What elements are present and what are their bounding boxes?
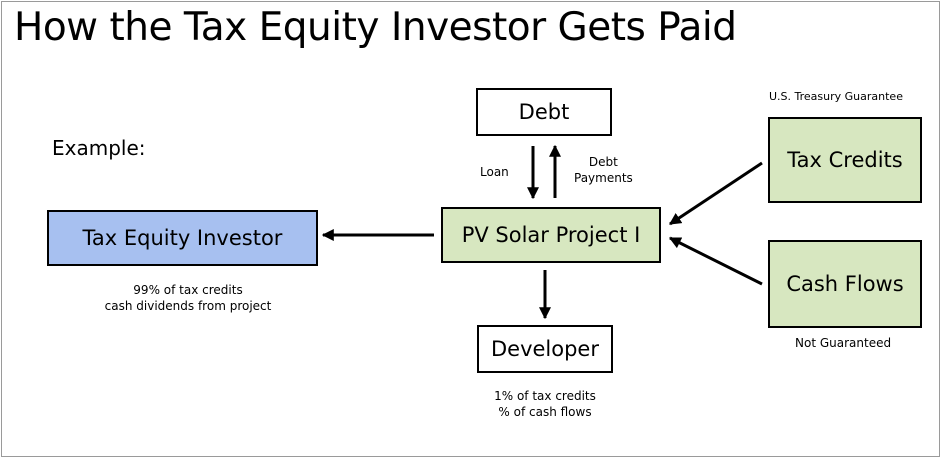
debt-payments-label-line2: Payments <box>574 171 633 185</box>
slide-title: How the Tax Equity Investor Gets Paid <box>14 5 737 50</box>
developer-note-line1: 1% of tax credits <box>494 389 596 403</box>
debt-payments-label-line1: Debt <box>588 155 618 169</box>
debt-box-label: Debt <box>518 100 570 124</box>
tax-credits-to-project-arrow <box>668 161 763 226</box>
investor-note: 99% of tax credits cash dividends from p… <box>88 282 288 314</box>
project-box: PV Solar Project I <box>441 207 661 263</box>
cash-flows-box: Cash Flows <box>768 240 922 328</box>
debt-payments-label: Debt Payments <box>574 154 633 186</box>
investor-box-label: Tax Equity Investor <box>82 226 283 250</box>
loan-label: Loan <box>480 165 509 179</box>
investor-note-line2: cash dividends from project <box>104 299 272 313</box>
developer-note-line2: % of cash flows <box>498 405 592 419</box>
project-box-label: PV Solar Project I <box>461 223 641 247</box>
developer-box: Developer <box>477 325 613 373</box>
investor-note-line1: 99% of tax credits <box>133 283 243 297</box>
tax-credits-box-label: Tax Credits <box>787 148 903 172</box>
investor-box: Tax Equity Investor <box>47 210 318 266</box>
cash-flows-to-project-arrow <box>668 236 763 286</box>
cash-flows-box-label: Cash Flows <box>786 272 904 296</box>
tax-credits-box: Tax Credits <box>768 117 922 203</box>
developer-note: 1% of tax credits % of cash flows <box>470 388 620 420</box>
example-label: Example: <box>52 136 146 160</box>
developer-box-label: Developer <box>490 337 599 361</box>
not-guaranteed-label: Not Guaranteed <box>795 336 892 350</box>
treasury-guarantee-label: U.S. Treasury Guarantee <box>769 90 903 103</box>
debt-box: Debt <box>476 88 612 136</box>
